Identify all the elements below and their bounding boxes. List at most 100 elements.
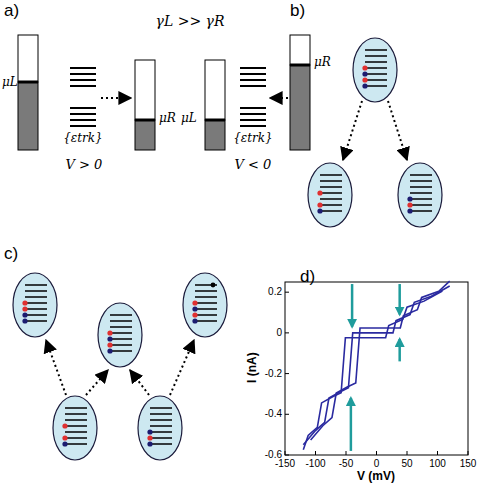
highlight-arrow <box>351 284 354 327</box>
symbol-label: {εtrk} <box>233 132 273 145</box>
energy-level <box>320 186 342 188</box>
energy-level <box>365 73 387 75</box>
energy-level <box>410 192 432 194</box>
electron-dot <box>22 300 27 305</box>
molecule-state <box>183 273 227 337</box>
energy-level <box>195 314 217 316</box>
energy-level <box>365 85 387 87</box>
electrode-empty <box>135 60 155 120</box>
energy-level <box>240 125 266 127</box>
energy-level <box>25 302 47 304</box>
electron-dot <box>362 77 367 82</box>
tick-label: 0.2 <box>268 286 282 297</box>
electron-dot <box>147 441 152 446</box>
molecule-outline <box>138 396 182 460</box>
energy-level <box>150 431 172 433</box>
transition-arrow <box>86 370 108 395</box>
electron-dot <box>362 65 367 70</box>
panel-label: b) <box>290 2 305 21</box>
tick-mark <box>285 292 289 293</box>
highlight-arrow <box>398 284 401 315</box>
electron-dot <box>22 318 27 323</box>
left-electrode <box>205 60 225 150</box>
energy-level <box>365 61 387 63</box>
transition-arrow <box>130 370 149 395</box>
panel-label: a) <box>4 2 19 21</box>
panel-label: d) <box>300 268 315 287</box>
electron-dot <box>211 283 216 288</box>
electron-dot <box>362 83 367 88</box>
energy-level <box>150 419 172 421</box>
panel-label: c) <box>4 245 18 264</box>
electron-dot <box>192 306 197 311</box>
tunnel-arrow <box>270 97 288 99</box>
fermi-level <box>290 64 310 67</box>
electron-dot <box>147 429 152 434</box>
molecule-outline <box>353 38 397 102</box>
molecule-outline <box>98 303 142 367</box>
energy-level <box>110 338 132 340</box>
axis-title: I (nA) <box>245 353 258 384</box>
highlight-arrow <box>398 339 401 361</box>
energy-level <box>195 308 217 310</box>
tick-mark <box>285 455 289 456</box>
electrode-filled <box>135 120 155 150</box>
molecule-outline <box>398 163 442 227</box>
electrode-filled <box>18 82 38 150</box>
electrode-empty <box>290 35 310 65</box>
electron-dot <box>317 190 322 195</box>
tick-mark <box>285 373 289 374</box>
molecule-outline <box>183 273 227 337</box>
energy-level <box>240 73 266 75</box>
tick-label: 100 <box>429 458 446 469</box>
energy-level <box>365 79 387 81</box>
energy-level <box>410 210 432 212</box>
energy-level <box>195 302 217 304</box>
highlight-arrow <box>350 398 353 451</box>
energy-level <box>25 314 47 316</box>
energy-level <box>410 198 432 200</box>
electron-dot <box>407 202 412 207</box>
electrode-empty <box>18 35 38 82</box>
energy-level <box>110 314 132 316</box>
energy-level <box>110 332 132 334</box>
right-electrode <box>290 35 310 150</box>
energy-level <box>70 125 96 127</box>
energy-level <box>150 425 172 427</box>
iv-curve <box>311 281 450 440</box>
tick-label: -100 <box>305 458 325 469</box>
symbol-label: {εtrk} <box>63 132 103 145</box>
tick-mark <box>315 451 316 455</box>
transition-arrow <box>388 101 407 160</box>
tick-label: 0 <box>374 458 380 469</box>
molecule-state <box>308 163 352 227</box>
molecule-outline <box>13 273 57 337</box>
electrode-empty <box>205 60 225 120</box>
tick-label: -0.4 <box>265 408 282 419</box>
energy-level <box>70 113 96 115</box>
fermi-level <box>205 119 225 122</box>
symbol-label: μR <box>314 56 331 69</box>
energy-level <box>320 210 342 212</box>
tick-label: -0.2 <box>265 368 282 379</box>
symbol-label: V < 0 <box>235 158 272 172</box>
energy-level <box>195 296 217 298</box>
transition-arrow <box>343 101 362 160</box>
tick-label: -150 <box>275 458 295 469</box>
left-electrode <box>18 35 38 150</box>
energy-level <box>110 320 132 322</box>
fermi-level <box>18 81 38 84</box>
tick-mark <box>285 414 289 415</box>
energy-level <box>320 204 342 206</box>
tick-mark <box>407 451 408 455</box>
plot-frame <box>285 282 468 455</box>
tick-label: -50 <box>339 458 353 469</box>
energy-level <box>150 443 172 445</box>
symbol-label: μL <box>181 112 197 125</box>
electrode-filled <box>290 65 310 150</box>
electron-dot <box>107 342 112 347</box>
symbol-label: μR <box>159 112 176 125</box>
energy-level <box>410 180 432 182</box>
